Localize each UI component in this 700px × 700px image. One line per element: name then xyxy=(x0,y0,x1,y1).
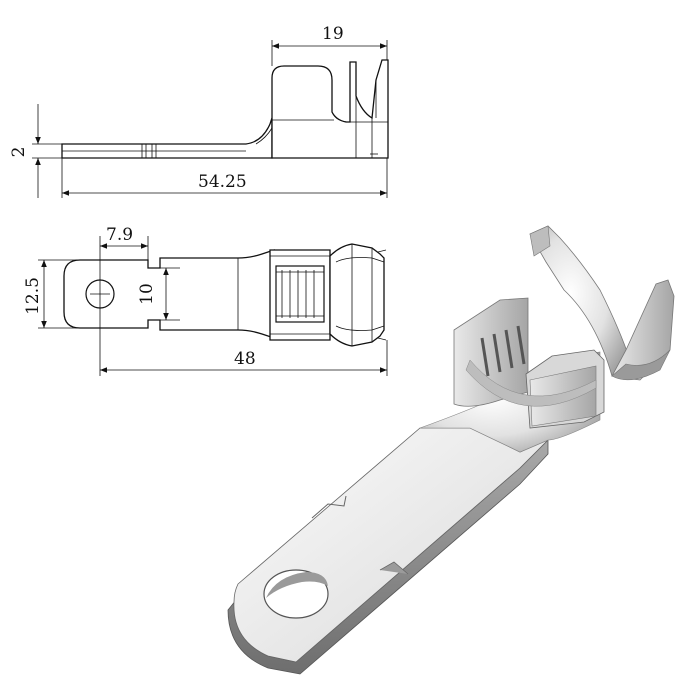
dimension-top-width-label: 19 xyxy=(322,24,344,44)
dimension-hole-offset-label: 7.9 xyxy=(106,225,133,245)
dimension-neck-width: 10 xyxy=(137,267,180,321)
side-view xyxy=(61,59,389,159)
dimension-neck-width-label: 10 xyxy=(137,283,157,305)
dimension-overall-length: 54.25 xyxy=(61,158,388,198)
dimension-plan-length: 48 xyxy=(99,304,388,376)
dimension-plan-length-label: 48 xyxy=(234,349,256,369)
isometric-view xyxy=(227,225,675,675)
dimension-lug-width: 12.5 xyxy=(23,259,78,329)
dimension-thickness-label: 2 xyxy=(9,147,29,158)
dimension-19: 19 xyxy=(271,24,388,66)
dimension-lug-width-label: 12.5 xyxy=(23,277,43,315)
dimension-thickness: 2 xyxy=(9,104,62,198)
dimension-hole-offset: 7.9 xyxy=(99,225,149,284)
plan-view xyxy=(63,243,387,347)
dimension-overall-length-label: 54.25 xyxy=(198,172,247,192)
